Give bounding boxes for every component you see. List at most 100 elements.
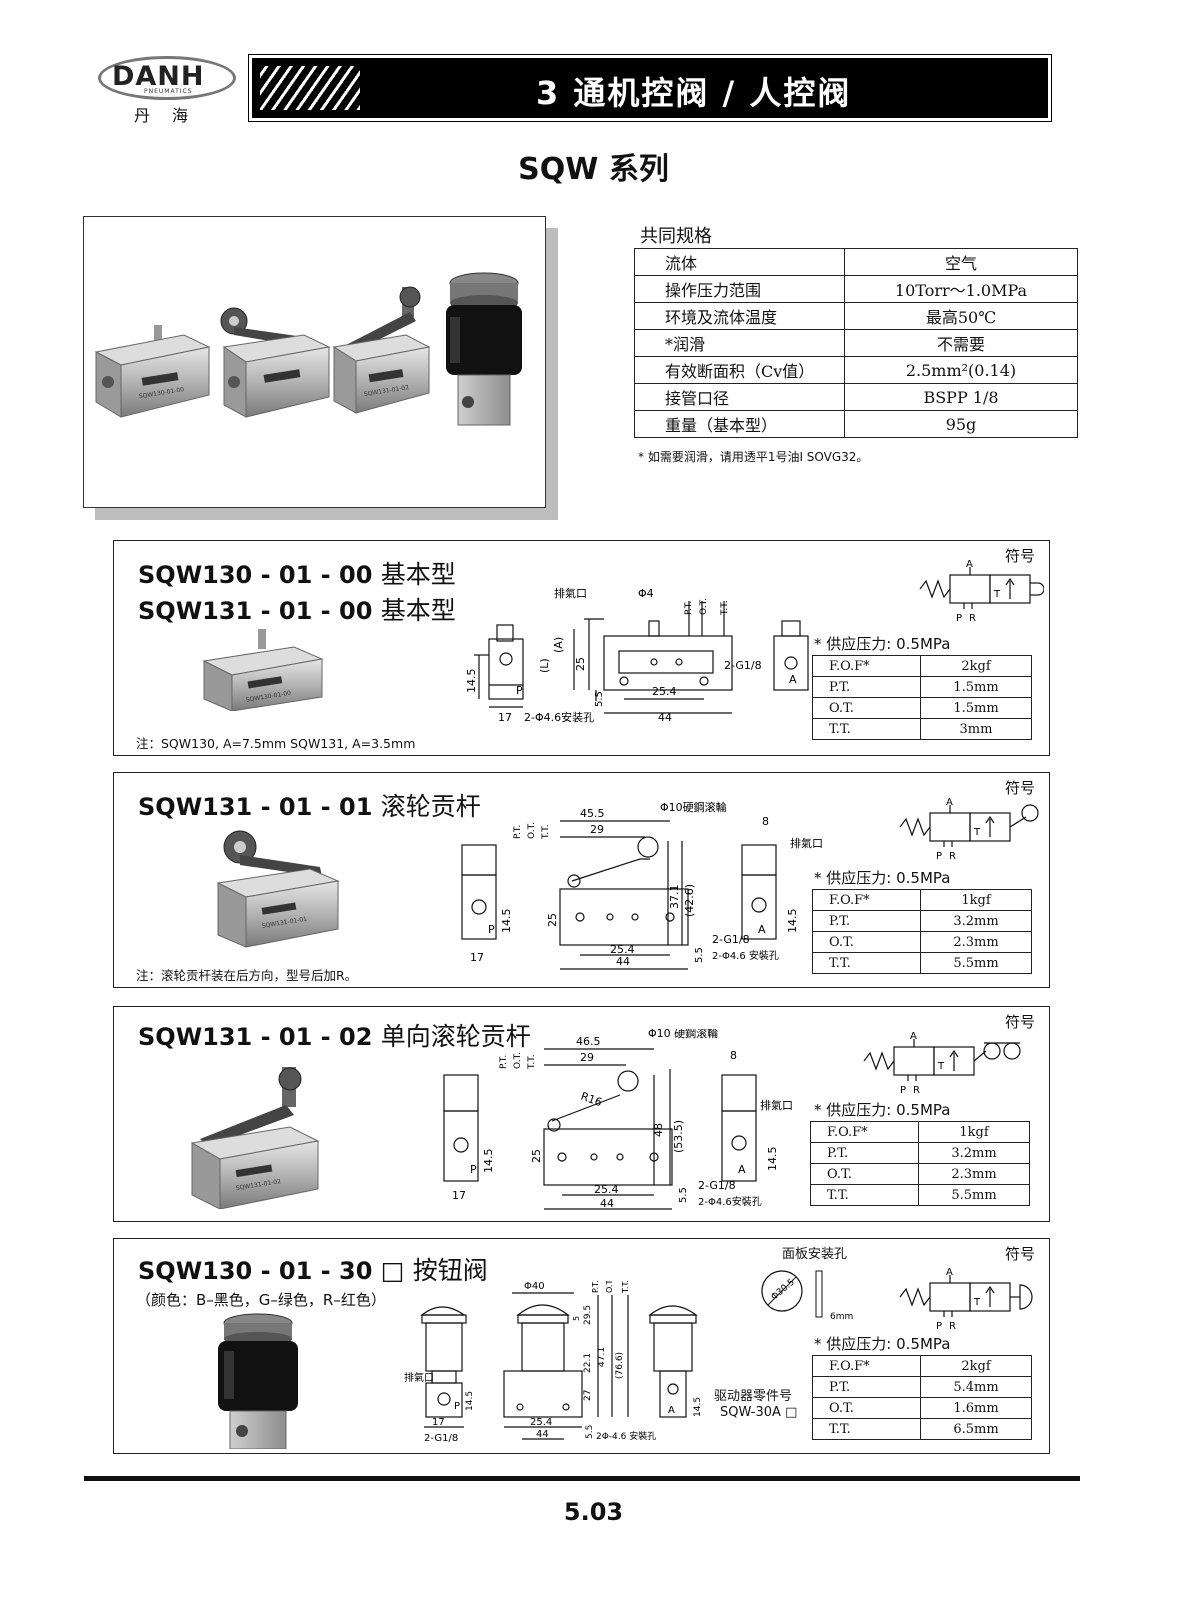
- panel1-drawing: 排氣口 Φ4 P.T. O.T. T.T. (A) (L) 25 14.5 17…: [465, 586, 809, 724]
- panel4-drawing: Φ40 排氣口 5 29.5 22.1 47.1 27 (76.6) 14.5 …: [404, 1281, 703, 1444]
- symbol-port-r: R: [969, 613, 976, 623]
- dim-45-5: 45.5: [580, 807, 605, 820]
- dim-25-4: 25.4: [530, 1417, 552, 1428]
- table-cell: 1.5mm: [920, 676, 1032, 698]
- spec-label: 流体: [634, 248, 845, 276]
- panel-note: 注：滚轮贡杆装在后方向，型号后加R。: [136, 968, 358, 983]
- model-type: 单向滚轮贡杆: [380, 1022, 531, 1051]
- dim-8: 8: [762, 815, 769, 828]
- panel-hole-label: 面板安装孔: [782, 1247, 848, 1262]
- actuator-part: SQW-30A □: [720, 1405, 798, 1420]
- port-p: P: [516, 684, 523, 697]
- panel2-photo: SQW131-01-01: [216, 830, 340, 948]
- dim-44: 44: [616, 955, 630, 968]
- dim-6mm: 6mm: [830, 1312, 853, 1322]
- dim-5: 5: [572, 1316, 581, 1321]
- symbol-port-r: R: [913, 1085, 920, 1096]
- table-cell: O.T.: [810, 1163, 919, 1185]
- symbol-label: 符号: [1004, 1013, 1035, 1031]
- table-cell: F.O.F*: [812, 889, 921, 911]
- supply-pressure: * 供应压力: 0.5MPa: [814, 635, 951, 653]
- panel-note: 注：SQW130, A=7.5mm SQW131, A=3.5mm: [136, 736, 416, 751]
- dim-5-5: 5.5: [694, 947, 705, 963]
- dim-48: 48: [652, 1123, 665, 1137]
- symbol-port-r: R: [949, 1321, 956, 1332]
- dim-14-5-b: 14.5: [786, 909, 799, 934]
- dim-25-4: 25.4: [652, 685, 677, 698]
- spec-row: 环境及流体温度最高50℃: [634, 302, 1078, 330]
- panel-sqw131-roller: SQW131 - 01 - 01 滚轮贡杆 符号 SQW131-01-01: [113, 772, 1050, 988]
- series-title: SQW 系列: [518, 152, 669, 187]
- table-cell: F.O.F*: [812, 1355, 921, 1377]
- table-cell: 1.5mm: [920, 697, 1032, 719]
- dim-port: 2-G1/8: [712, 933, 750, 946]
- symbol-port-p: P: [936, 851, 942, 862]
- table-row: F.O.F*1kgf: [812, 889, 1032, 911]
- valve-pushbutton-photo: [446, 272, 522, 426]
- spec-label: 接管口径: [634, 383, 845, 411]
- dim-holes: 2-Φ4.6安裝孔: [698, 1195, 762, 1208]
- table-cell: F.O.F*: [810, 1121, 919, 1143]
- table-cell: 1.6mm: [920, 1397, 1032, 1419]
- dim-holes: 2-Φ4.6安装孔: [524, 710, 594, 724]
- dim-17: 17: [498, 711, 512, 724]
- model-number: SQW130 - 01 - 30: [138, 1257, 373, 1285]
- product-photo: SQW130-01-00 SQW131-01-02: [83, 216, 546, 508]
- table-cell: T.T.: [812, 1418, 921, 1440]
- footer-rule: [84, 1476, 1080, 1481]
- dim-17: 17: [432, 1417, 445, 1428]
- dim-5-5: 5.5: [678, 1187, 689, 1203]
- symbol-port-p: P: [956, 613, 962, 623]
- dim-holes: 2Φ-4.6 安裝孔: [596, 1430, 656, 1442]
- dim-tt: T.T.: [541, 824, 551, 840]
- logo-brand: DANH: [112, 61, 205, 92]
- force-travel-table: F.O.F*2kgf P.T.1.5mm O.T.1.5mm T.T.3mm: [812, 655, 1032, 740]
- dim-14-5: 14.5: [500, 909, 513, 934]
- table-cell: 2.3mm: [918, 1163, 1030, 1185]
- dim-exhaust: 排氣口: [790, 836, 823, 850]
- port-p: P: [470, 1163, 477, 1176]
- panel3-symbol: A P R T: [863, 1031, 1021, 1096]
- symbol-port-p: P: [900, 1085, 906, 1096]
- dim-ot: O.T.: [605, 1281, 614, 1293]
- dim-pt: P.T.: [591, 1281, 600, 1293]
- force-travel-table: F.O.F*2kgf P.T.5.4mm O.T.1.6mm T.T.6.5mm: [812, 1355, 1032, 1440]
- dim-14-5: 14.5: [482, 1149, 495, 1174]
- table-row: T.T.5.5mm: [810, 1184, 1030, 1206]
- model-number: SQW131 - 01 - 01: [138, 793, 373, 821]
- table-cell: 3.2mm: [920, 910, 1032, 932]
- table-cell: O.T.: [812, 931, 921, 953]
- dim-phi4: Φ4: [638, 587, 654, 600]
- panel2-symbol: A P R T: [899, 797, 1039, 862]
- force-travel-table: F.O.F*1kgf P.T.3.2mm O.T.2.3mm T.T.5.5mm: [812, 889, 1032, 974]
- symbol-port-a: A: [946, 1267, 953, 1278]
- dim-phi40: Φ40: [524, 1281, 545, 1292]
- dim-exhaust: 排氣口: [554, 586, 587, 600]
- port-p: P: [488, 923, 495, 936]
- dim-25-4: 25.4: [594, 1183, 619, 1196]
- dim-tt: T.T.: [621, 1281, 630, 1294]
- dim-29: 29: [580, 1051, 594, 1064]
- table-row: F.O.F*1kgf: [810, 1121, 1030, 1143]
- spec-label: 环境及流体温度: [634, 302, 845, 330]
- dim-port: 2-G1/8: [698, 1179, 736, 1192]
- dim-ot: O.T.: [699, 598, 709, 615]
- table-cell: T.T.: [810, 1184, 919, 1206]
- panel1-title-2: SQW131 - 01 - 00 基本型: [138, 591, 456, 627]
- valve-roller-photo: [220, 307, 331, 418]
- port-a: A: [789, 673, 797, 686]
- dim-14-5-b: 14.5: [766, 1147, 779, 1172]
- dim-pt: P.T.: [513, 825, 523, 839]
- symbol-label: 符号: [1004, 1245, 1035, 1263]
- table-cell: 3.2mm: [918, 1142, 1030, 1164]
- table-row: P.T.3.2mm: [810, 1142, 1030, 1164]
- dim-14-5: 14.5: [465, 1391, 475, 1411]
- dim-17: 17: [470, 951, 484, 964]
- dim-roller: Φ10 硬鋼滚輪: [648, 1029, 718, 1040]
- table-cell: 1kgf: [920, 889, 1032, 911]
- logo-chinese: 丹海: [134, 106, 211, 125]
- spec-row: 重量（基本型）95g: [634, 410, 1078, 438]
- dim-76-6: (76.6): [615, 1352, 625, 1379]
- dim-25-4: 25.4: [610, 943, 635, 956]
